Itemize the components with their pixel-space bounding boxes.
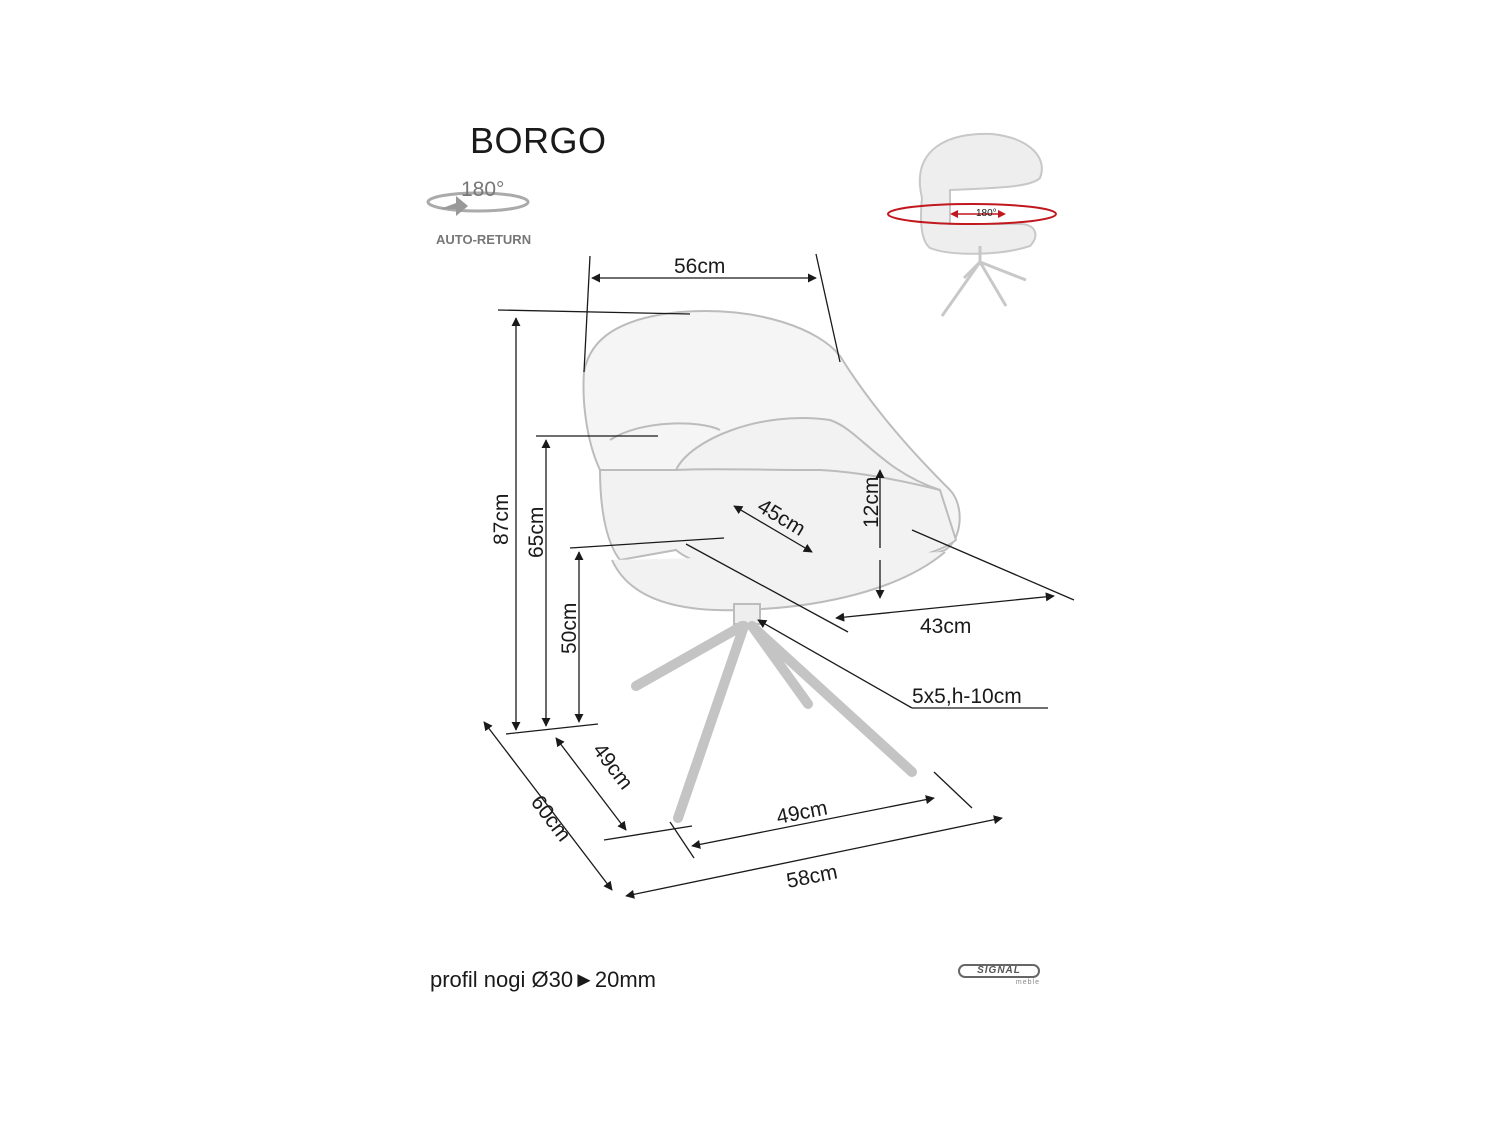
rotation-degrees-label: 180° <box>461 178 505 201</box>
dimension-lines <box>483 253 1075 899</box>
chair-rotation-thumbnail <box>887 132 1057 317</box>
dim-leg-width-label: 49cm <box>775 797 830 829</box>
leg-profile-note: profil nogi Ø30►20mm <box>430 967 656 992</box>
dim-height-total-label: 87cm <box>490 494 513 545</box>
chair-sketch <box>582 310 961 625</box>
dim-width-top-label: 56cm <box>674 255 725 278</box>
thumbnail-rotation-label: 180° <box>976 208 997 219</box>
dim-seat-width-label: 43cm <box>920 615 971 638</box>
auto-return-label: AUTO-RETURN <box>436 232 532 247</box>
brand-subtitle: meble <box>1015 979 1040 986</box>
auto-return-rotation-icon <box>426 191 530 216</box>
dim-height-seat-label: 50cm <box>558 603 581 654</box>
chair-legs <box>631 621 917 823</box>
dim-armrest-gap-label: 12cm <box>860 477 883 528</box>
dim-base-plate-label: 5x5,h-10cm <box>912 685 1022 708</box>
product-title: BORGO <box>470 120 607 161</box>
signal-brand-logo: SIGNAL meble <box>958 964 1042 988</box>
brand-name: SIGNAL <box>958 964 1040 978</box>
dim-total-depth-label: 60cm <box>526 791 575 846</box>
dim-total-width-label: 58cm <box>785 861 840 893</box>
dim-leg-depth-label: 49cm <box>588 739 637 794</box>
dim-height-armrest-label: 65cm <box>525 507 548 558</box>
